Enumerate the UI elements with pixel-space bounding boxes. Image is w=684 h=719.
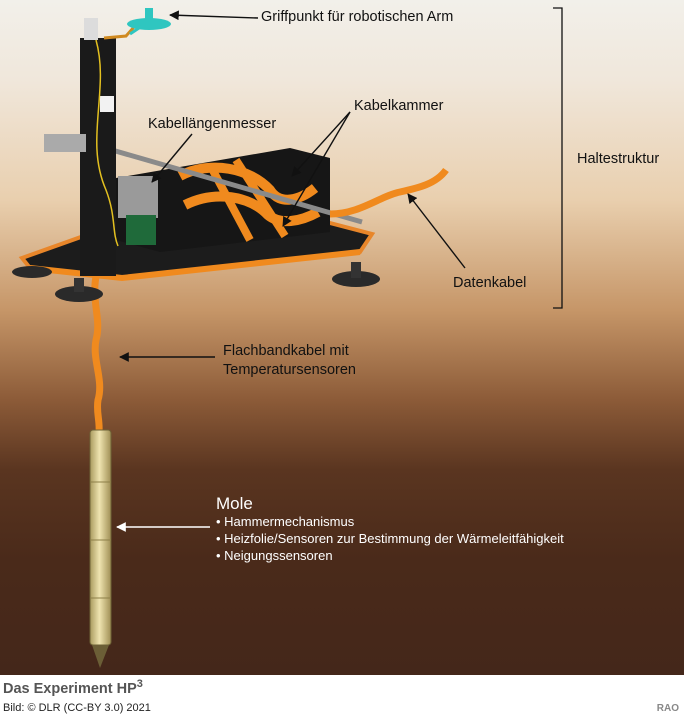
label-mole-title: Mole (216, 494, 253, 513)
mole-bullet-item: • Hammermechanismus (216, 514, 355, 529)
foot (12, 262, 380, 302)
grip-point-icon (127, 8, 171, 36)
mole-probe (89, 429, 112, 668)
mole-bullet-item: • Heizfolie/Sensoren zur Bestimmung der … (216, 531, 564, 546)
mast (44, 18, 137, 276)
arrow-data-cable (407, 193, 466, 269)
cable-chamber-box (116, 148, 330, 252)
support-rod (111, 147, 363, 225)
instrument-illustration (12, 7, 563, 668)
data-cable (329, 167, 449, 218)
ribbon-cable (91, 271, 104, 433)
footer: Das Experiment HP3 Bild: © DLR (CC-BY 3.… (0, 675, 684, 719)
image-credit: Bild: © DLR (CC-BY 3.0) 2021 (3, 702, 151, 714)
label-cable-chamber: Kabelkammer (354, 98, 444, 114)
arrow-cable-chamber-2 (282, 111, 351, 227)
figure-title: Das Experiment HP3 (3, 678, 143, 697)
arrow-grip-point (169, 10, 259, 21)
label-ribbon-cable-line2: Temperatursensoren (223, 362, 356, 378)
label-cable-length-meter: Kabellängenmesser (148, 116, 277, 132)
arrow-cable-chamber-1 (291, 111, 351, 177)
bracket-support-structure (553, 7, 563, 309)
label-data-cable: Datenkabel (453, 275, 527, 291)
label-ribbon-cable-line1: Flachbandkabel mit (223, 343, 349, 359)
agency-label: RAO (656, 703, 679, 714)
arrow-cable-length-meter (151, 133, 193, 183)
diagram-canvas: Griffpunkt für robotischen Arm Kabelläng… (0, 0, 684, 675)
label-grip-point: Griffpunkt für robotischen Arm (261, 9, 454, 25)
label-support-structure: Haltestruktur (577, 151, 660, 167)
mole-bullet-item: • Neigungssensoren (216, 548, 333, 563)
